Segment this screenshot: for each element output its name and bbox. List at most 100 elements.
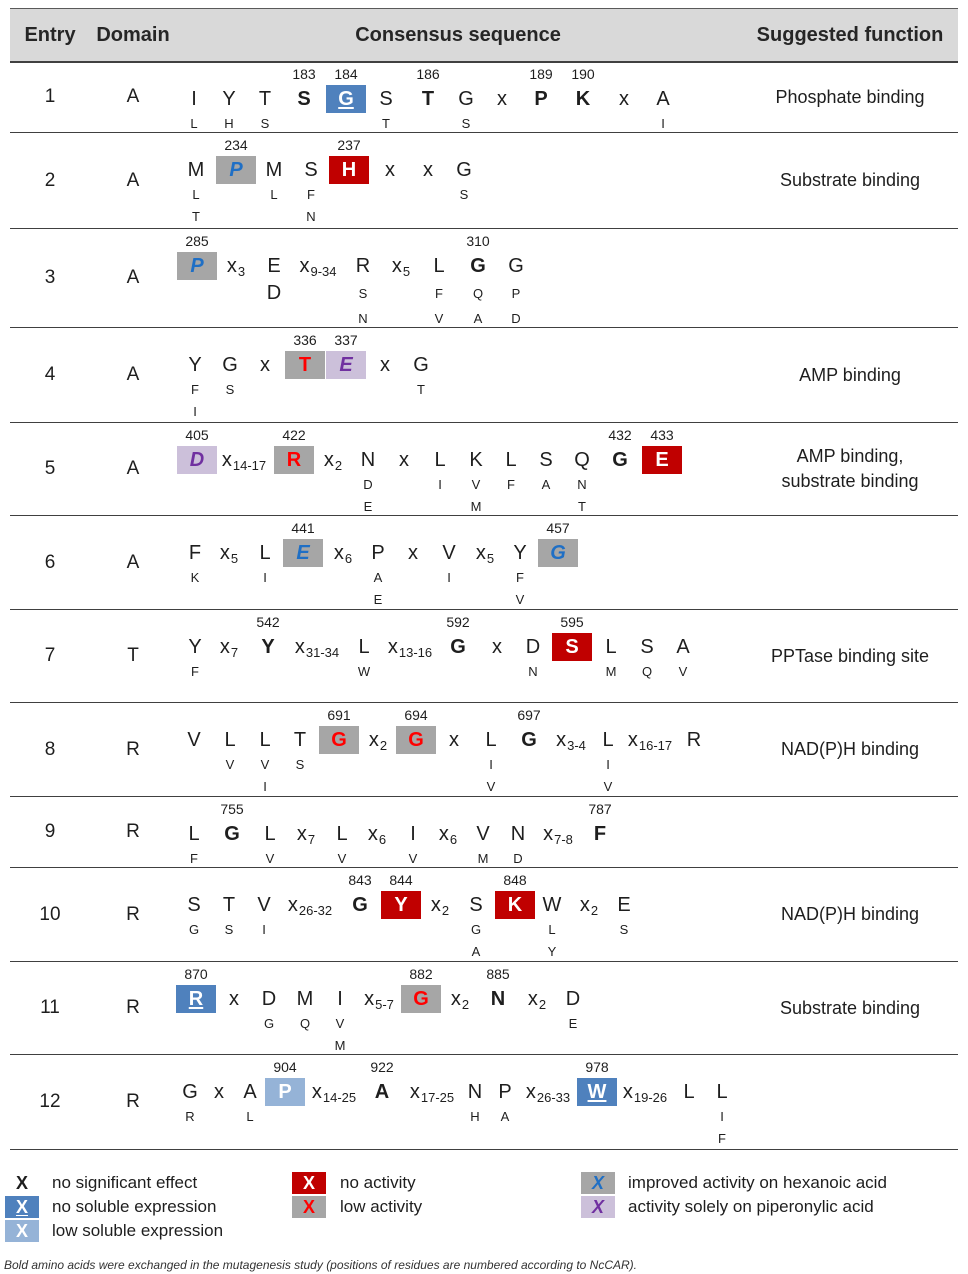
repeat-count: 26-33 <box>536 1090 571 1105</box>
residue-letter: G <box>326 85 366 113</box>
residue-code: x <box>619 88 629 110</box>
header-suggested-function: Suggested function <box>756 24 944 46</box>
residue-position: 691 <box>327 707 351 723</box>
residue-letter: Y <box>188 633 201 661</box>
domain-label: T <box>127 645 139 666</box>
alternative-residue: I <box>489 757 493 772</box>
alternative-residue: F <box>307 187 315 202</box>
suggested-function-line: NAD(P)H binding <box>780 904 920 924</box>
residue-code: x <box>294 636 305 658</box>
repeat-count: 5 <box>486 551 495 566</box>
residue-position: 592 <box>446 614 470 630</box>
residue-letter: x <box>214 1078 224 1106</box>
residue-letter: W <box>577 1078 617 1106</box>
residue-letter: A <box>656 85 669 113</box>
residue-letter: P <box>498 1078 511 1106</box>
residue-letter: x <box>229 985 239 1013</box>
residue-letter: T <box>294 726 306 754</box>
residue-letter: x6 <box>439 820 457 848</box>
residue-code: M <box>187 159 205 181</box>
residue-letter: G <box>352 891 368 919</box>
residue-letter: G <box>521 726 537 754</box>
residue-letter: V <box>476 820 489 848</box>
alternative-residue: I <box>438 477 442 492</box>
suggested-function: PPTase binding site <box>745 610 955 702</box>
residue-code: V <box>187 729 201 751</box>
alternative-residue: M <box>470 499 482 514</box>
repeat-count: 6 <box>449 832 458 847</box>
header-entry: Entry <box>24 24 76 46</box>
residue-code: x <box>409 1081 420 1103</box>
residue-code: G <box>450 636 466 658</box>
alternative-residue: I <box>447 570 451 585</box>
suggested-function: NAD(P)H binding <box>745 703 955 796</box>
alternative-residue: S <box>459 187 469 202</box>
residue-position: 432 <box>608 427 632 443</box>
alternative-residue: I <box>193 404 197 419</box>
legend-symbol: X <box>5 1196 39 1218</box>
domain-label: R <box>126 1091 140 1112</box>
suggested-function-line: AMP binding <box>799 364 901 385</box>
residue-letter: x <box>423 156 433 184</box>
residue-code: x <box>475 542 486 564</box>
residue-code: L <box>602 729 614 751</box>
residue-letter: x6 <box>334 539 352 567</box>
residue-letter: P <box>265 1078 305 1106</box>
alternative-residue: N <box>528 664 538 679</box>
alternative-residue: E <box>373 592 383 607</box>
residue-letter: x <box>619 85 629 113</box>
residue-code: G <box>550 542 566 564</box>
alternative-residue: V <box>225 757 235 772</box>
alternative-residue: E <box>568 1016 578 1031</box>
residue-letter: V <box>257 891 270 919</box>
residue-letter: W <box>543 891 562 919</box>
residue-letter: F <box>594 820 606 848</box>
residue-position: 422 <box>282 427 306 443</box>
residue-code: L <box>259 542 271 564</box>
residue-letter: x7-8 <box>543 820 573 848</box>
alternative-residue: V <box>471 477 481 492</box>
residue-letter: x2 <box>528 985 546 1013</box>
alternative-residue: Q <box>641 664 653 679</box>
residue-letter: x2 <box>324 446 342 474</box>
residue-letter: P <box>534 85 547 113</box>
residue-letter: x <box>399 446 409 474</box>
alternative-residue: S <box>224 922 234 937</box>
alternative-residue: R <box>185 1109 195 1124</box>
residue-position: 337 <box>334 332 358 348</box>
alternative-residue: L <box>246 1109 254 1124</box>
residue-code: G <box>470 255 486 277</box>
residue-code: S <box>469 894 483 916</box>
alternative-residue: H <box>224 116 234 131</box>
residue-letter: G <box>401 985 441 1013</box>
header-consensus-sequence: Consensus sequence <box>355 24 561 46</box>
residue-code: S <box>539 449 553 471</box>
residue-letter: R <box>176 985 216 1013</box>
entry-number: 12 <box>39 1091 61 1112</box>
header-domain: Domain <box>96 24 170 46</box>
residue-letter: Y <box>381 891 421 919</box>
alternative-residue: G <box>263 1016 275 1031</box>
alternative-residue: V <box>434 311 444 326</box>
residue-letter: D <box>177 446 217 474</box>
residue-letter: x19-26 <box>623 1078 667 1106</box>
alternative-residue: F <box>191 664 199 679</box>
residue-code: R <box>286 449 302 471</box>
residue-letter: G <box>456 156 472 184</box>
residue-code: S <box>304 159 318 181</box>
residue-letter: G <box>450 633 466 661</box>
residue-code: D <box>525 636 541 658</box>
residue-letter: T <box>285 351 325 379</box>
residue-code: L <box>716 1081 728 1103</box>
repeat-count: 16-17 <box>638 738 673 753</box>
alternative-residue: W <box>357 664 371 679</box>
residue-letter: Y <box>222 85 235 113</box>
residue-letter: x9-34 <box>299 252 336 280</box>
residue-position: 595 <box>560 614 584 630</box>
suggested-function: NAD(P)H binding <box>745 868 955 961</box>
residue-code: G <box>352 894 368 916</box>
residue-code: x <box>449 729 459 751</box>
